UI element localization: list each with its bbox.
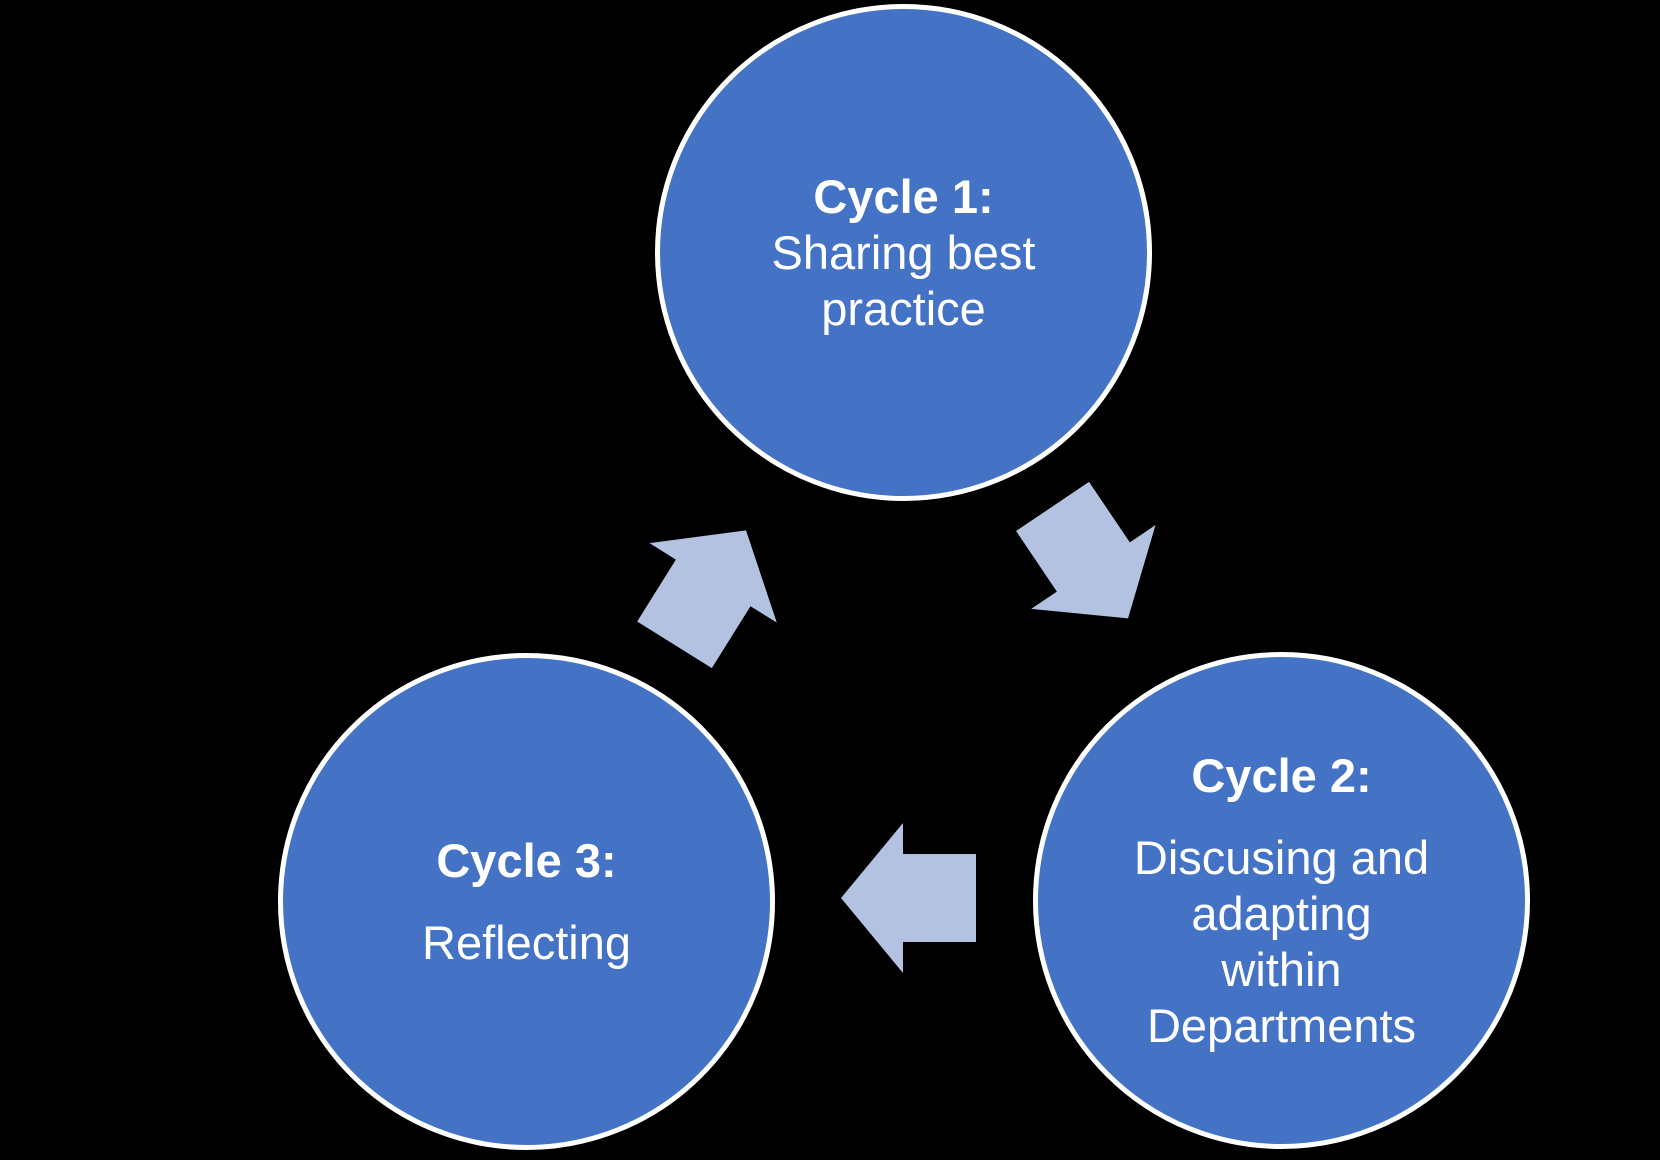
cycle-node-3-title: Cycle 3: [436,833,617,887]
cycle-node-2-text: Cycle 2: Discusing and adapting within D… [1134,748,1429,1054]
cycle-node-1: Cycle 1: Sharing best practice [655,4,1152,501]
cycle-node-2-body: Discusing and adapting within Department… [1133,830,1430,1052]
cycle-node-3-body: Reflecting [422,915,631,969]
cycle-node-2: Cycle 2: Discusing and adapting within D… [1033,652,1530,1149]
cycle-node-1-body: Sharing best practice [771,225,1036,335]
cycle-node-1-text: Cycle 1: Sharing best practice [772,169,1036,337]
cycle-node-3-text: Cycle 3: Reflecting [422,833,631,971]
cycle-node-1-title: Cycle 1: [813,169,994,223]
arrow-up-right-icon [637,530,777,669]
cycle-node-3: Cycle 3: Reflecting [278,653,775,1150]
arrow-left-icon [841,823,976,973]
arrow-down-right-icon [1016,481,1156,619]
cycle-node-2-title: Cycle 2: [1191,748,1372,802]
